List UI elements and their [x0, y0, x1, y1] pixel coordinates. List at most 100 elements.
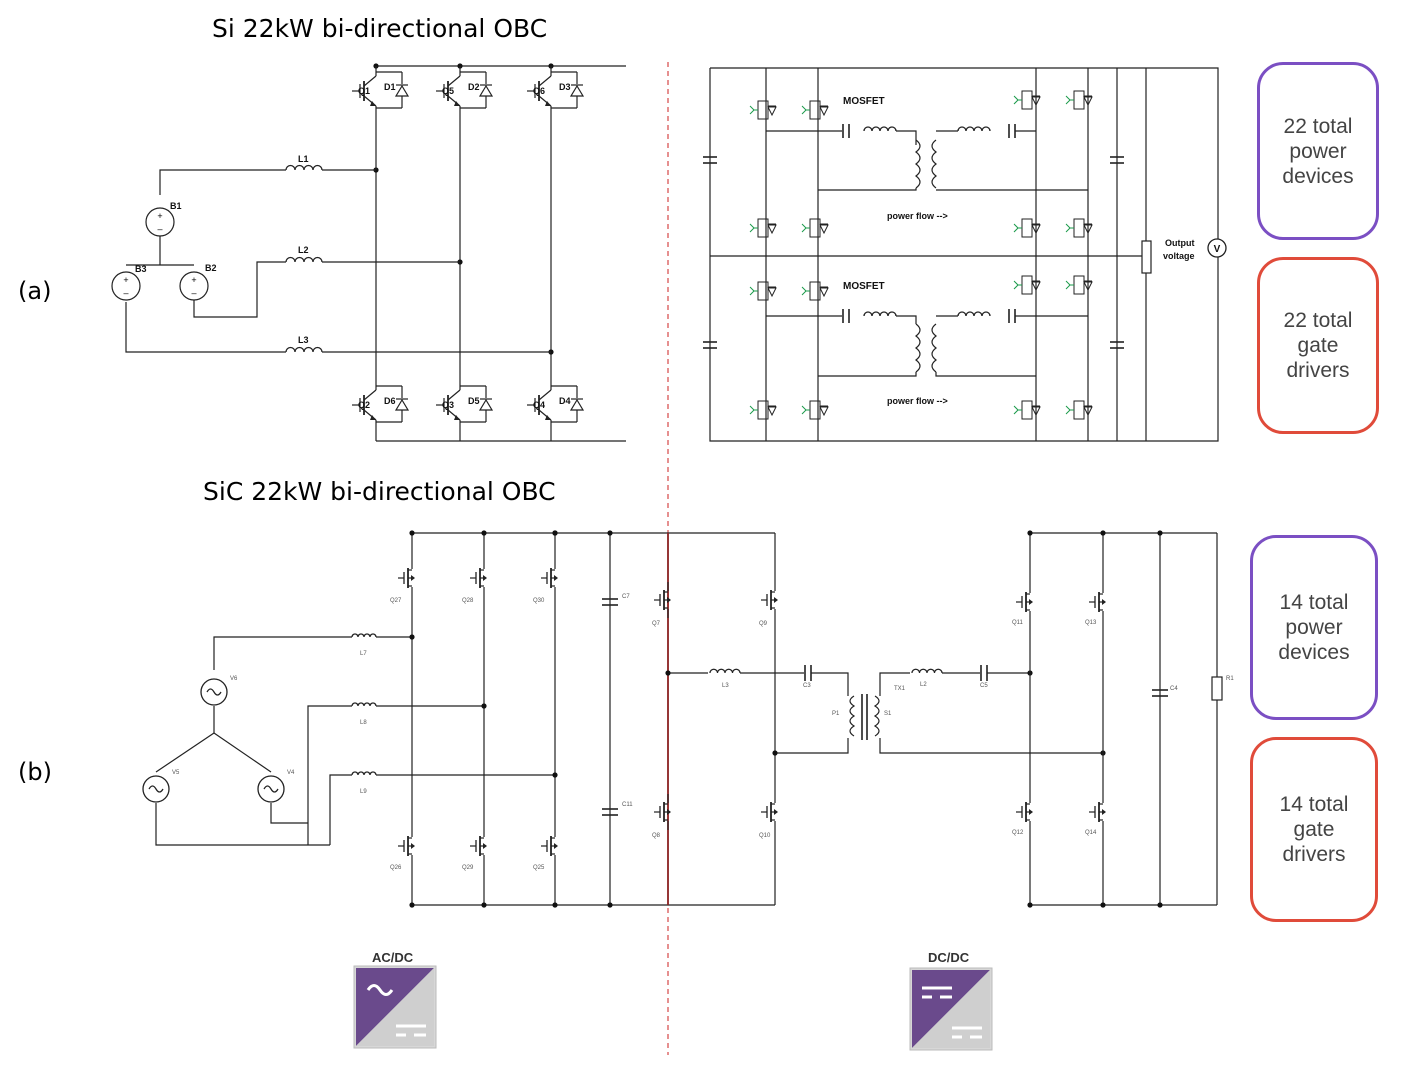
- wire: [270, 803, 308, 824]
- wire: [1013, 227, 1019, 233]
- si-mosfet: [1065, 90, 1093, 110]
- wire: [1065, 227, 1071, 233]
- source-v5-label: V5: [172, 770, 180, 776]
- plus-sign: +: [157, 211, 162, 221]
- diode-label: D1: [384, 82, 396, 92]
- dc-source-b1: +–: [145, 207, 175, 237]
- si-gate-drivers-text: 22 total gate drivers: [1283, 309, 1353, 382]
- acdc-converter-icon: [353, 965, 437, 1049]
- wire: [1013, 280, 1019, 286]
- junction-dot: [772, 750, 778, 756]
- dc-source-b2: +–: [179, 271, 209, 301]
- output-voltage-label-2: voltage: [1163, 251, 1195, 261]
- pfc-bottom-mosfet: [398, 828, 415, 864]
- load-resistor-r1: [1211, 676, 1223, 701]
- wire: [818, 372, 917, 377]
- wire: [1065, 95, 1071, 101]
- body-diode: [819, 287, 829, 298]
- si-power-devices-text: 22 total power devices: [1282, 114, 1354, 188]
- sic-power-devices-box: 14 total power devices: [1250, 535, 1378, 720]
- wire: [155, 803, 330, 846]
- wire: [363, 75, 377, 87]
- body-diode: [767, 106, 777, 117]
- wire: [447, 389, 461, 401]
- resonant-cap-c5: [980, 665, 988, 681]
- junction-dot: [481, 703, 487, 709]
- llc-right-label: Q14: [1085, 830, 1097, 836]
- inductor-l3: [285, 346, 323, 353]
- mosfet-body: [1073, 400, 1085, 420]
- channel-arrow: [411, 575, 415, 581]
- emitter-arrow: [545, 415, 551, 420]
- channel-arrow: [774, 809, 778, 815]
- wire: [1065, 409, 1071, 415]
- body-diode: [767, 406, 777, 417]
- pfc-top-mosfet: [541, 560, 558, 596]
- junction-dot: [409, 902, 415, 908]
- top-igbt-label: Q1: [358, 86, 370, 96]
- wire: [801, 109, 807, 115]
- bus-cap-c7: [602, 598, 618, 606]
- transformer-secondary: [931, 323, 937, 373]
- output-cap-bot: [1110, 341, 1124, 349]
- wire: [1065, 284, 1071, 290]
- junction-dot: [607, 530, 613, 536]
- mosfet-body: [1073, 218, 1085, 238]
- wire: [1065, 223, 1071, 229]
- junction-dot: [1157, 530, 1163, 536]
- wire: [775, 738, 849, 754]
- inductor-l7-label: L7: [360, 651, 367, 657]
- transformer-primary: [915, 323, 921, 373]
- sic-gate-drivers-text: 14 total gate drivers: [1279, 793, 1349, 866]
- c5-label: C5: [980, 683, 988, 689]
- diode-triangle: [569, 84, 585, 97]
- channel-arrow: [483, 843, 487, 849]
- wire: [749, 290, 755, 296]
- res-cap: [842, 124, 850, 138]
- pfc-top-label: Q28: [462, 598, 474, 604]
- res-inductor: [863, 126, 897, 132]
- wire: [818, 188, 917, 191]
- ac-source-v5: [142, 775, 170, 803]
- res-inductor: [863, 311, 897, 317]
- wire: [801, 405, 807, 411]
- si-mosfet: [801, 218, 829, 238]
- wire: [193, 261, 286, 318]
- body-diode: [1083, 224, 1093, 235]
- bottom-igbt-label: Q2: [358, 400, 370, 410]
- transformer-primary: [915, 139, 921, 189]
- wire: [1065, 405, 1071, 411]
- bottom-igbt-label: Q4: [533, 400, 545, 410]
- mosfet-body: [1021, 400, 1033, 420]
- junction-dot: [1100, 902, 1106, 908]
- llc-secondary-mosfet: [1016, 584, 1033, 620]
- resonant-inductor-l2: [911, 668, 943, 674]
- si-gate-drivers-box: 22 total gate drivers: [1257, 257, 1379, 434]
- junction-dot: [409, 530, 415, 536]
- wire: [749, 227, 755, 233]
- mosfet-body: [1073, 90, 1085, 110]
- wire: [801, 409, 807, 415]
- top-igbt-label: Q6: [533, 86, 545, 96]
- si-mosfet: [1065, 218, 1093, 238]
- wire: [447, 75, 461, 87]
- wire: [896, 130, 917, 145]
- wire: [1013, 284, 1019, 290]
- wire: [749, 405, 755, 411]
- wire: [538, 75, 552, 87]
- junction-dot: [1027, 530, 1033, 536]
- transformer-secondary: [931, 139, 937, 189]
- junction-dot: [552, 772, 558, 778]
- body-diode: [767, 287, 777, 298]
- pfc-top-label: Q27: [390, 598, 402, 604]
- diode-triangle: [478, 398, 494, 411]
- body-diode: [819, 406, 829, 417]
- sine-glyph: [263, 785, 279, 793]
- si-mosfet: [1013, 275, 1041, 295]
- si-mosfet: [749, 218, 777, 238]
- c4-label: C4: [1170, 686, 1178, 692]
